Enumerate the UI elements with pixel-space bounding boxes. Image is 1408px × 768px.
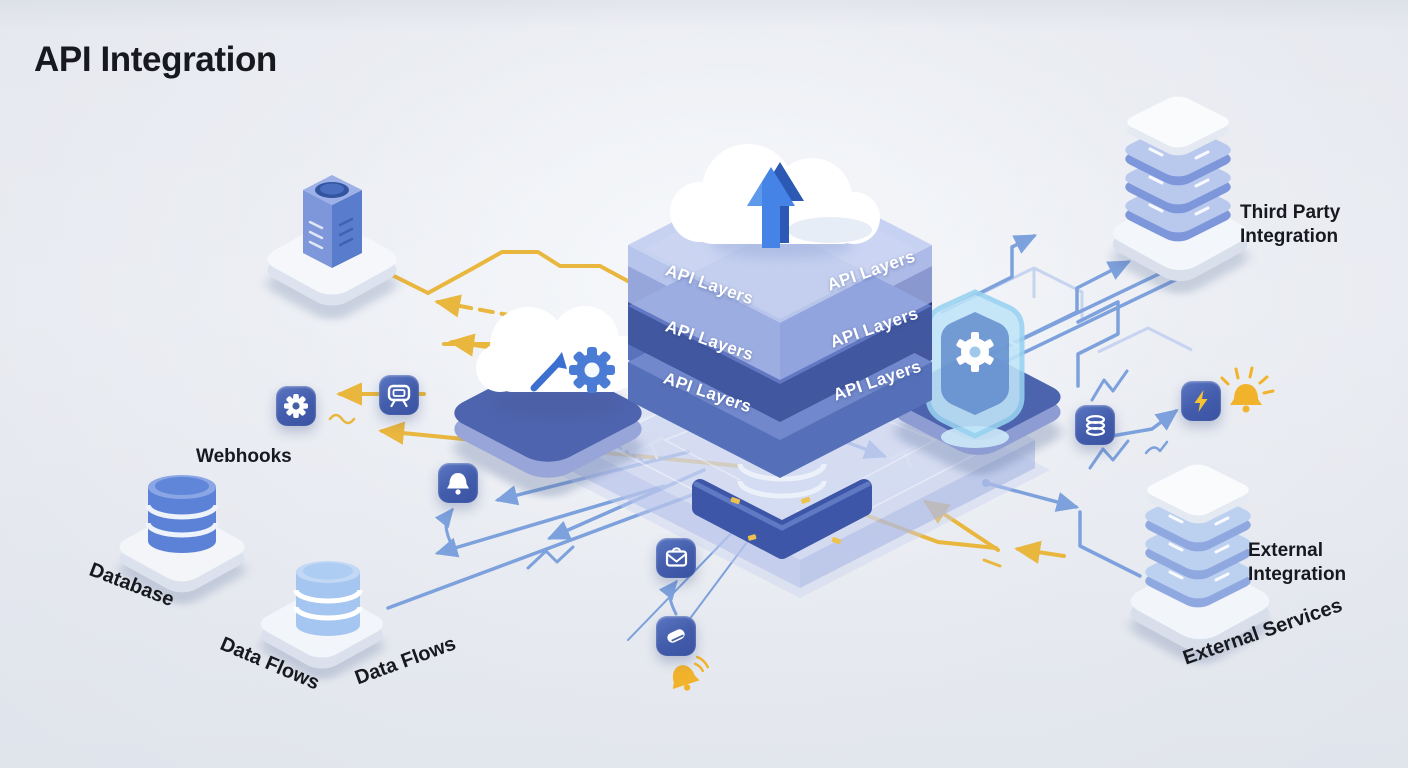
lightning-icon bbox=[1181, 381, 1221, 421]
external-line2: Integration bbox=[1248, 564, 1347, 585]
yellow-dashed-arrow-1 bbox=[434, 294, 538, 322]
blue-pulse-3 bbox=[526, 545, 575, 570]
database-icon bbox=[1075, 405, 1115, 445]
reminder-bell-icon bbox=[672, 655, 710, 691]
yellow-short-arrow bbox=[1014, 540, 1066, 564]
tag-icon bbox=[656, 616, 696, 656]
external-server-stack bbox=[1130, 464, 1270, 665]
platform-front-corner bbox=[692, 479, 872, 559]
blue-squiggle bbox=[1144, 440, 1169, 455]
server-slabs bbox=[1145, 464, 1251, 608]
blue-step-to-external bbox=[1078, 510, 1142, 578]
alert-bell-icon bbox=[1220, 366, 1275, 413]
webhooks-label: Webhooks bbox=[196, 446, 292, 467]
database-node bbox=[119, 475, 245, 605]
external-line1: External bbox=[1248, 540, 1323, 561]
external-integration-label: External Integration bbox=[1248, 539, 1346, 587]
blue-pulse-1 bbox=[1090, 369, 1129, 402]
third-party-server-stack bbox=[1112, 96, 1248, 294]
blue-line-to-database bbox=[386, 490, 702, 610]
cloud-upload-icon bbox=[670, 144, 880, 258]
message-icon bbox=[379, 375, 419, 415]
dataflow-database-node bbox=[260, 561, 384, 680]
gear-glyph bbox=[569, 347, 615, 393]
shield-gear-icon bbox=[925, 289, 1025, 448]
page-title: API Integration bbox=[34, 40, 277, 79]
gear-icon bbox=[276, 386, 316, 426]
server-tower bbox=[267, 175, 397, 320]
blue-curved-arrow-bell bbox=[434, 507, 454, 548]
third-party-line2: Integration bbox=[1240, 226, 1339, 247]
yellow-squiggle bbox=[328, 413, 356, 425]
third-party-integration-label: Third Party Integration bbox=[1240, 201, 1340, 249]
cloud-sync-gear-icon bbox=[476, 306, 648, 417]
blue-pulse-2 bbox=[1088, 439, 1130, 470]
blue-zigzag-step bbox=[1076, 300, 1120, 388]
blue-curved-arrow-mail bbox=[658, 579, 678, 616]
notification-bell-icon bbox=[438, 463, 478, 503]
blue-arrow-to-lightning bbox=[1104, 408, 1179, 439]
mail-icon bbox=[656, 538, 696, 578]
yellow-stepped-line bbox=[426, 250, 650, 295]
api-layer-1 bbox=[628, 245, 780, 380]
server-slabs bbox=[1125, 96, 1231, 242]
blue-arrow-down-right bbox=[984, 481, 1080, 512]
corner-markers bbox=[730, 496, 842, 545]
third-party-line1: Third Party bbox=[1240, 202, 1341, 223]
